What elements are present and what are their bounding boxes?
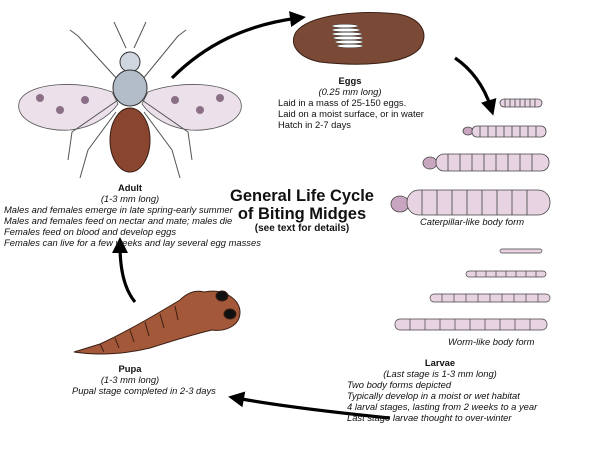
pupa-illustration (73, 290, 241, 355)
worm-larvae (394, 248, 551, 331)
pupa-line-1: Pupal stage completed in 2-3 days (72, 385, 216, 396)
title-subtitle: (see text for details) (254, 223, 350, 234)
adult-heading: Adult (118, 182, 142, 193)
arrow-pupa-to-adult (112, 237, 137, 304)
eggs-line-2: Laid on a moist surface, or in water (278, 108, 424, 119)
caterpillar-larva-4 (390, 189, 551, 216)
eggs-line-3: Hatch in 2-7 days (278, 119, 351, 130)
adult-midge-illustration (18, 21, 242, 179)
cycle-arrows (112, 11, 497, 420)
larvae-line-4: Last stage larvae thought to over-winter (347, 412, 512, 423)
eggs-size: (0.25 mm long) (318, 86, 382, 97)
abdomen (109, 107, 151, 173)
worm-caption: Worm-like body form (448, 336, 535, 347)
caterpillar-larva-1 (499, 98, 543, 108)
eggs-line-1: Laid in a mass of 25-150 eggs. (278, 97, 407, 108)
adult-line-3: Females feed on blood and develop eggs (4, 226, 177, 237)
worm-larva-4 (394, 318, 548, 331)
worm-larva-2 (465, 270, 547, 278)
pupa-size: (1-3 mm long) (100, 374, 160, 385)
adult-line-4: Females can live for a few weeks and lay… (4, 237, 261, 248)
larvae-heading: Larvae (424, 357, 456, 368)
pupa-heading: Pupa (118, 363, 142, 374)
arrow-adult-to-eggs (170, 11, 306, 80)
diagram-title: General Life Cycle of Biting Midges (see… (212, 187, 392, 235)
title-line-2: of Biting Midges (237, 205, 367, 223)
adult-line-2: Males and females feed on nectar and mat… (4, 215, 233, 226)
arrow-eggs-to-larvae (454, 56, 497, 116)
worm-larva-1 (499, 248, 543, 254)
eggs-heading: Eggs (338, 75, 362, 86)
larvae-line-1: Two body forms depicted (347, 379, 452, 390)
legs (67, 29, 193, 179)
adult-line-1: Males and females emerge in late spring-… (4, 204, 233, 215)
thorax (112, 69, 148, 107)
adult-size: (1-3 mm long) (100, 193, 160, 204)
caterpillar-larva-2 (462, 125, 547, 138)
antennae (113, 21, 147, 49)
egg-mass-illustration (293, 12, 425, 65)
caterpillar-caption: Caterpillar-like body form (420, 216, 525, 227)
caterpillar-larva-3 (422, 153, 550, 172)
larvae-line-2: Typically develop in a moist or wet habi… (347, 390, 520, 401)
larvae-line-3: 4 larval stages, lasting from 2 weeks to… (347, 401, 538, 412)
arrow-larvae-to-pupa (228, 391, 391, 420)
larvae-size: (Last stage is 1-3 mm long) (383, 368, 497, 379)
wings (18, 84, 242, 131)
caterpillar-larvae (390, 98, 551, 216)
worm-larva-3 (429, 293, 551, 303)
head (119, 51, 141, 73)
title-line-1: General Life Cycle (230, 187, 374, 205)
